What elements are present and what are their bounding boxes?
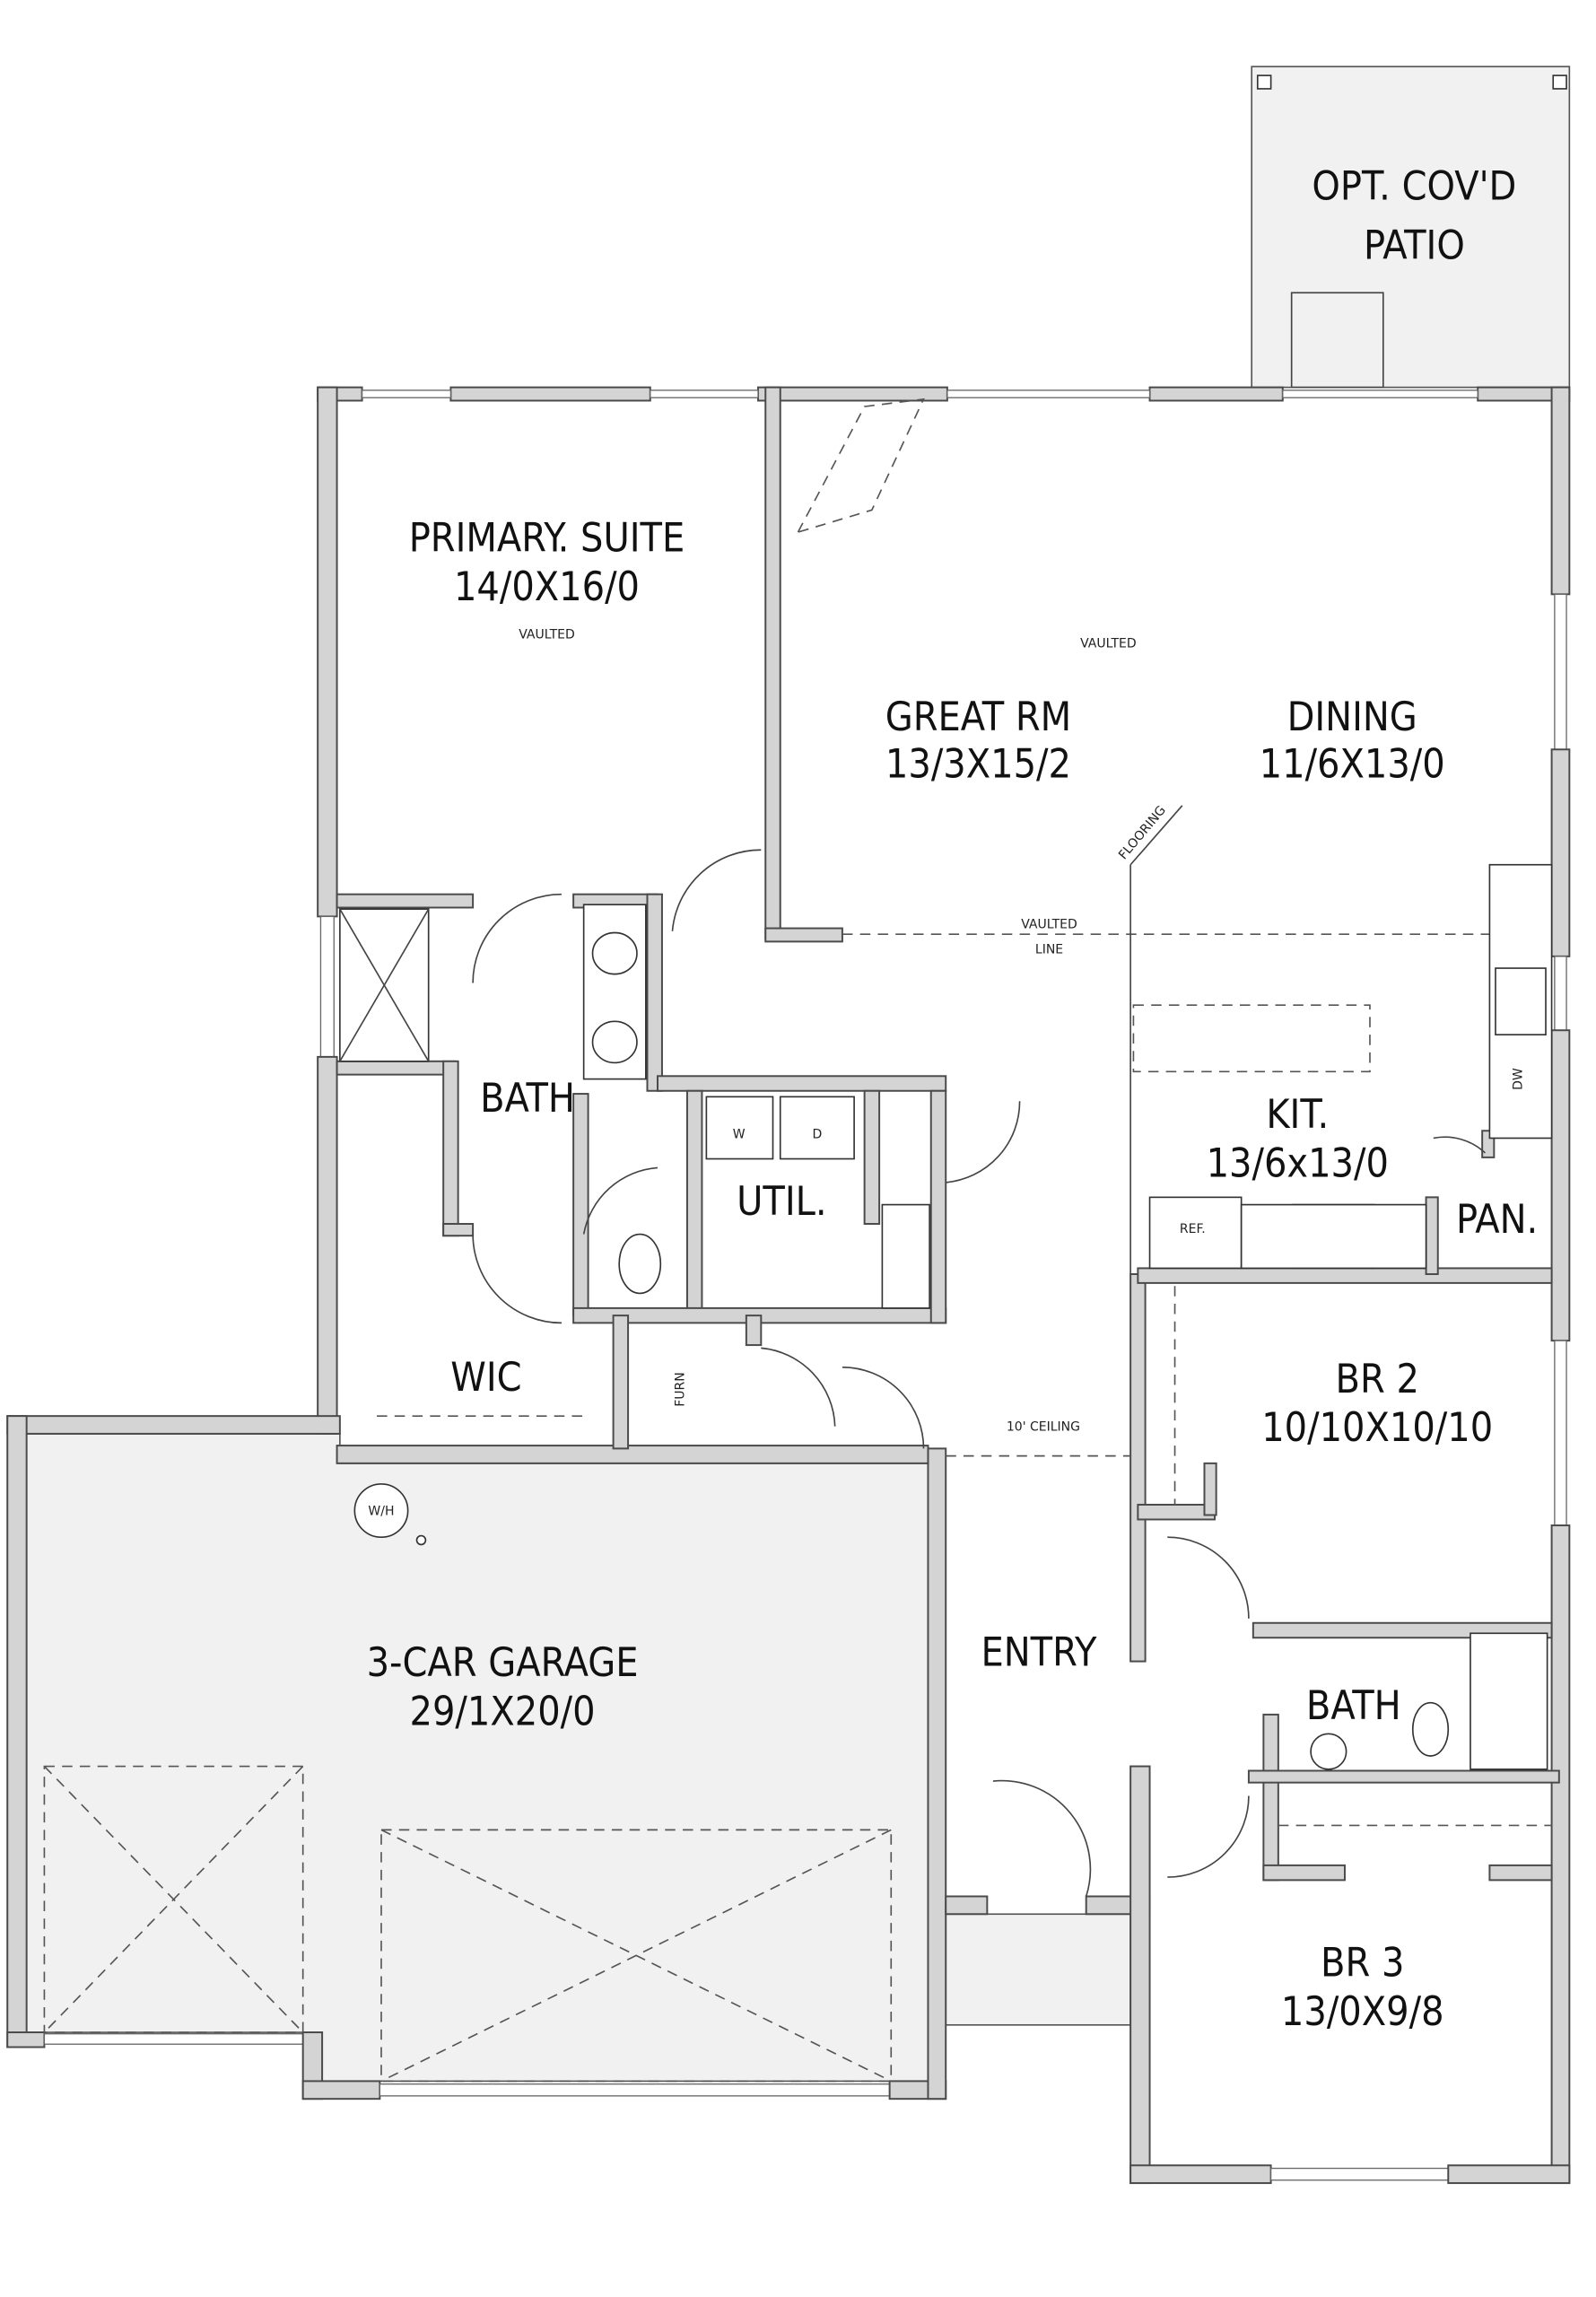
hall-bath-label: BATH xyxy=(1306,1683,1401,1729)
ceiling-note: 10' CEILING xyxy=(1007,1420,1080,1435)
patio-post xyxy=(1552,74,1567,90)
pantry-label: PAN. xyxy=(1456,1197,1538,1243)
sink-icon xyxy=(591,1020,638,1064)
furnace-label: FURN xyxy=(674,1372,688,1407)
vaulted-note: VAULTED xyxy=(1080,637,1137,651)
toilet-icon xyxy=(1411,1701,1450,1757)
kitchen-name: KIT. xyxy=(1266,1092,1329,1138)
br3-size: 13/0X9/8 xyxy=(1281,1989,1444,2035)
utility-label: UTIL. xyxy=(737,1179,827,1225)
refrigerator xyxy=(1148,1196,1243,1270)
exterior-walls xyxy=(6,386,1571,2185)
great-room-name: GREAT RM xyxy=(885,694,1071,740)
kitchen-sink-icon xyxy=(1495,967,1547,1035)
water-heater-label: W/H xyxy=(368,1505,394,1519)
washer xyxy=(705,1096,774,1160)
counter xyxy=(1240,1203,1427,1270)
primary-suite-name: PRIMARY. SUITE xyxy=(409,516,685,562)
garage-size: 29/1X20/0 xyxy=(410,1689,596,1734)
interior-walls xyxy=(336,386,1560,1882)
patio-step xyxy=(1290,292,1384,389)
garage-name: 3-CAR GARAGE xyxy=(367,1640,639,1686)
patio-slab xyxy=(1251,66,1571,389)
dishwasher-label: DW xyxy=(1512,1068,1526,1090)
entry-label: ENTRY xyxy=(981,1630,1097,1676)
patio-label: PATIO xyxy=(1364,223,1465,268)
flooring-note: FLOORING xyxy=(1116,803,1169,862)
great-room-size: 13/3X15/2 xyxy=(885,742,1071,788)
kitchen-size: 13/6x13/0 xyxy=(1207,1140,1389,1186)
plan-annotations-lines xyxy=(43,397,1552,2083)
primary-bath-label: BATH xyxy=(480,1076,575,1122)
br2-name: BR 2 xyxy=(1336,1357,1419,1402)
bathtub xyxy=(1470,1632,1548,1770)
br2-size: 10/10X10/10 xyxy=(1261,1405,1493,1451)
garage-slab xyxy=(25,1433,929,2083)
washer-label: W xyxy=(733,1127,746,1141)
shelf xyxy=(881,1203,930,1309)
toilet-icon xyxy=(618,1233,662,1295)
water-heater-icon xyxy=(353,1483,409,1539)
refrigerator-label: REF. xyxy=(1180,1222,1206,1236)
primary-suite-size: 14/0X16/0 xyxy=(454,564,640,610)
dryer-label: D xyxy=(813,1127,823,1141)
sink-icon xyxy=(1310,1733,1347,1770)
entry-porch-slab xyxy=(945,1913,1131,2026)
fixtures xyxy=(339,863,1553,1770)
wic-label: WIC xyxy=(450,1355,521,1401)
vaulted-note: VAULTED xyxy=(519,628,575,642)
patio-post xyxy=(1256,74,1272,90)
patio-label: OPT. COV'D xyxy=(1312,163,1516,209)
vaulted-line-note: VAULTED xyxy=(1021,918,1077,932)
dryer xyxy=(779,1096,855,1160)
sink-icon xyxy=(591,931,638,975)
br3-name: BR 3 xyxy=(1321,1940,1404,1986)
dining-size: 11/6X13/0 xyxy=(1260,742,1445,788)
vaulted-line-note: LINE xyxy=(1035,943,1063,957)
dining-name: DINING xyxy=(1287,694,1417,740)
